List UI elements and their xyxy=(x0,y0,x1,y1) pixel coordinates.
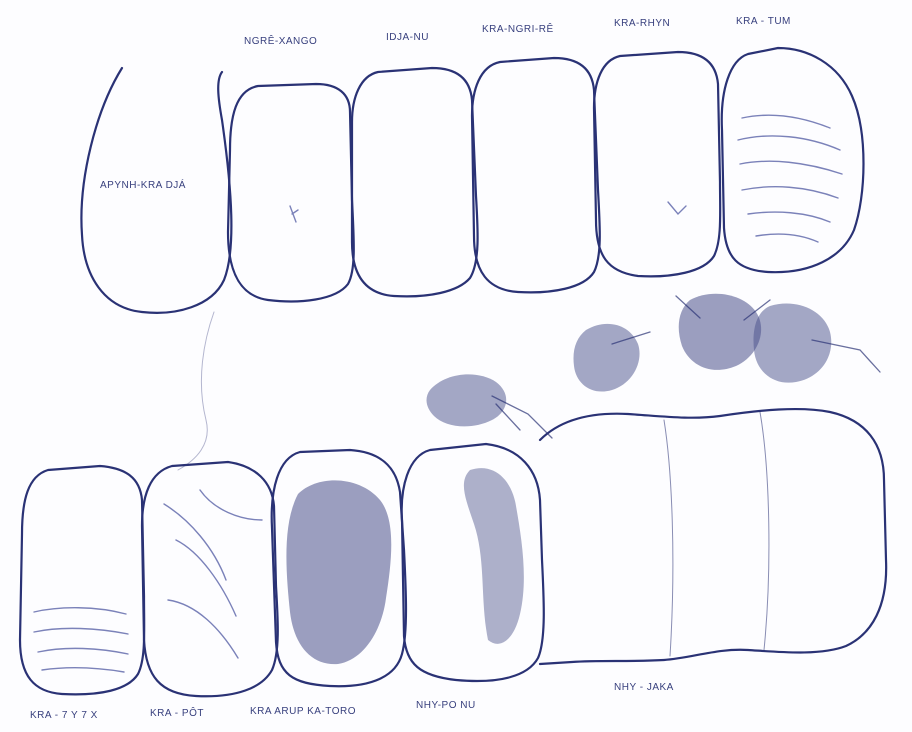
lower-right-lobe-2 xyxy=(760,412,769,650)
lower-right-compartment xyxy=(540,409,886,664)
lower-chamber-2 xyxy=(142,462,278,696)
label-lower-second: KRA - PÔT xyxy=(150,708,204,719)
lower-chamber-3-pupa xyxy=(286,480,391,664)
label-upper-third: KRA-NGRI-RÊ xyxy=(482,24,554,35)
emerging-insect-1 xyxy=(427,374,507,426)
emerging-insect-3 xyxy=(679,294,761,370)
upper-chamber-2 xyxy=(352,68,478,296)
label-upper-second: IDJA-NU xyxy=(386,32,429,43)
lower-chamber-2-figure xyxy=(164,490,262,658)
lower-chamber-1 xyxy=(20,466,144,694)
upper-chamber-4 xyxy=(594,52,720,276)
upper-chamber-5-texture xyxy=(738,115,842,242)
label-lower-third: KRA ARUP KA-TORO xyxy=(250,706,356,717)
label-lower-fourth: NHY-PO NU xyxy=(416,700,476,711)
emerging-insect-4 xyxy=(754,304,832,383)
upper-chamber-1 xyxy=(228,84,354,301)
lower-right-lobe-1 xyxy=(664,420,673,656)
lower-chamber-4-figure xyxy=(464,468,524,644)
connecting-thread xyxy=(178,312,214,470)
label-sac: APYNH-KRA DJÁ xyxy=(100,180,186,191)
label-upper-fourth: KRA-RHYN xyxy=(614,18,670,29)
upper-chamber-5 xyxy=(722,48,864,272)
label-lower-first: KRA - 7 Y 7 X xyxy=(30,710,98,721)
emerging-insect-2 xyxy=(574,324,640,392)
upper-chamber-1-mark xyxy=(290,206,298,222)
label-upper-first: NGRÊ-XANGO xyxy=(244,36,317,47)
upper-chamber-4-mark xyxy=(668,202,686,214)
label-upper-fifth: KRA - TUM xyxy=(736,16,791,27)
lower-chamber-1-texture xyxy=(34,608,128,672)
upper-chamber-3 xyxy=(472,58,600,292)
label-lower-right: NHY - JAKA xyxy=(614,682,674,693)
